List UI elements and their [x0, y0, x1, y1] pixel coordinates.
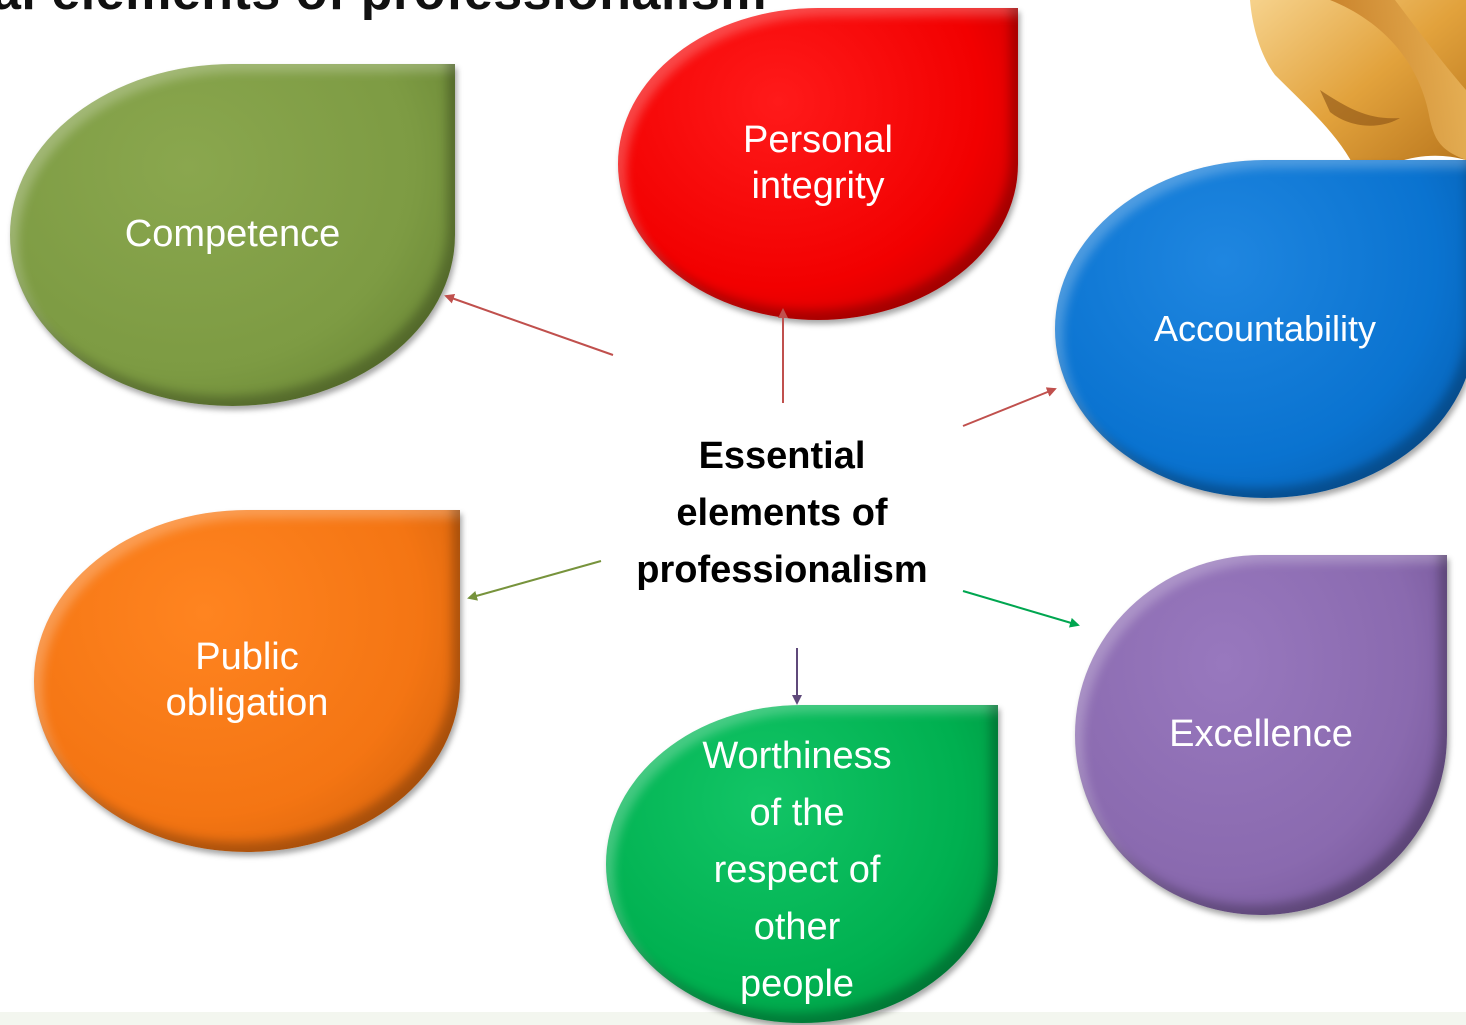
- personal-integrity-shape: Personal integrity: [618, 8, 1018, 320]
- arrow-to-public-obligation: [467, 560, 602, 601]
- arrow-to-accountability: [962, 387, 1057, 427]
- worthiness-label: Worthiness of the respect of other peopl…: [702, 734, 892, 1005]
- accountability-shape: Accountability: [1055, 160, 1466, 498]
- worthiness-shape: Worthiness of the respect of other peopl…: [606, 705, 998, 1023]
- arrow-to-competence: [444, 293, 614, 356]
- competence-label: Competence: [124, 213, 341, 256]
- slide-title: al elements of professionalism: [0, 0, 767, 22]
- bottom-band: [0, 1012, 1466, 1025]
- arrow-to-excellence: [962, 590, 1080, 628]
- public-obligation-label: Public obligation: [165, 636, 329, 724]
- excellence-label: Excellence: [1169, 713, 1353, 756]
- accountability-label: Accountability: [1153, 308, 1377, 350]
- excellence-shape: Excellence: [1075, 555, 1447, 915]
- public-obligation-shape: Public obligation: [34, 510, 460, 852]
- decorative-corner-art: [1250, 0, 1466, 180]
- personal-integrity-label: Personal integrity: [743, 119, 893, 207]
- competence-shape: Competence: [10, 64, 455, 406]
- center-label: Essential elements of professionalism: [636, 435, 928, 591]
